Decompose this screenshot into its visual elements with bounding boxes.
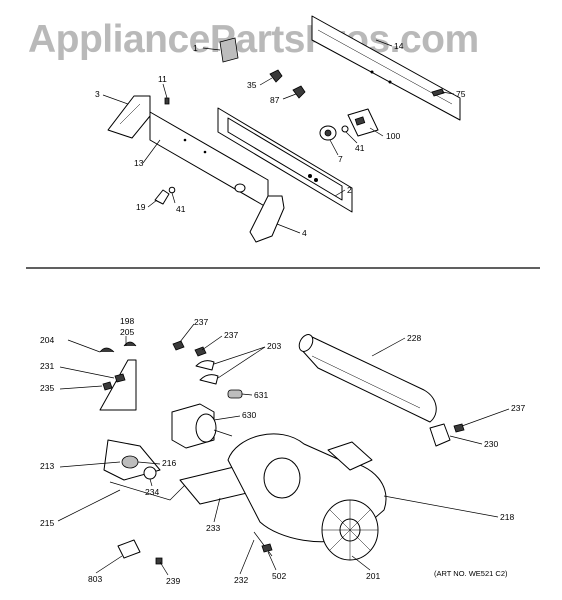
part-75-screw bbox=[431, 88, 445, 97]
label-19: 19 bbox=[136, 202, 146, 212]
part-216-pulley bbox=[121, 455, 139, 469]
label-237-b: 237 bbox=[224, 330, 238, 340]
label-233: 233 bbox=[206, 523, 220, 533]
part-803-clip bbox=[117, 539, 141, 559]
part-4-bracket bbox=[249, 195, 285, 243]
label-75: 75 bbox=[456, 89, 466, 99]
label-13: 13 bbox=[134, 158, 144, 168]
part-228-duct bbox=[299, 335, 437, 423]
label-803: 803 bbox=[88, 574, 102, 584]
label-239: 239 bbox=[166, 576, 180, 586]
label-631: 631 bbox=[254, 390, 268, 400]
label-237-a: 237 bbox=[194, 317, 208, 327]
part-14-rear-panel bbox=[311, 15, 461, 121]
part-203-clip-a bbox=[195, 360, 215, 371]
part-231-part bbox=[114, 373, 126, 383]
part-631-capacitor bbox=[227, 389, 243, 399]
label-204: 204 bbox=[40, 335, 54, 345]
part-239-screw bbox=[155, 557, 163, 565]
label-35: 35 bbox=[247, 80, 257, 90]
part-234-idler bbox=[143, 466, 157, 480]
part-204-clamp bbox=[99, 347, 115, 353]
label-14: 14 bbox=[394, 41, 404, 51]
label-41-right: 41 bbox=[355, 143, 365, 153]
label-235: 235 bbox=[40, 383, 54, 393]
label-198: 198 bbox=[120, 316, 134, 326]
label-3: 3 bbox=[95, 89, 100, 99]
part-87-clip bbox=[292, 85, 306, 99]
label-216: 216 bbox=[162, 458, 176, 468]
label-232: 232 bbox=[234, 575, 248, 585]
part-235-screw bbox=[102, 381, 113, 391]
label-502: 502 bbox=[272, 571, 286, 581]
label-228: 228 bbox=[407, 333, 421, 343]
watermark-text: AppliancePartsPros.com bbox=[28, 18, 479, 61]
label-87: 87 bbox=[270, 95, 280, 105]
part-19-clip bbox=[154, 189, 170, 205]
label-630: 630 bbox=[242, 410, 256, 420]
part-11-screw bbox=[164, 97, 170, 105]
label-205: 205 bbox=[120, 327, 134, 337]
label-237-c: 237 bbox=[511, 403, 525, 413]
upper-section: 1 3 11 13 19 41 35 87 4 2 7 41 100 75 14 bbox=[95, 15, 466, 243]
label-1: 1 bbox=[193, 43, 198, 53]
label-4: 4 bbox=[302, 228, 307, 238]
part-230-thermostat bbox=[429, 423, 451, 447]
label-100: 100 bbox=[386, 131, 400, 141]
label-234: 234 bbox=[145, 487, 159, 497]
label-11: 11 bbox=[158, 74, 167, 84]
label-213: 213 bbox=[40, 461, 54, 471]
label-2: 2 bbox=[347, 185, 352, 195]
part-237-screw-c bbox=[453, 423, 465, 433]
label-7: 7 bbox=[338, 154, 343, 164]
part-203-clip-b bbox=[199, 374, 219, 385]
label-231: 231 bbox=[40, 361, 54, 371]
part-41-washer-right bbox=[341, 125, 349, 133]
label-201: 201 bbox=[366, 571, 380, 581]
part-232-screw bbox=[253, 531, 273, 557]
label-218: 218 bbox=[500, 512, 514, 522]
part-35-clip bbox=[269, 69, 283, 83]
part-237-screw-a bbox=[172, 340, 185, 351]
label-203: 203 bbox=[267, 341, 281, 351]
lower-section: 198 205 204 231 235 237 237 203 228 631 … bbox=[40, 316, 525, 586]
part-3-endcap bbox=[107, 95, 151, 139]
part-215-rod bbox=[109, 481, 186, 501]
part-502-screw bbox=[261, 543, 273, 553]
part-41-washer-left bbox=[168, 186, 176, 194]
art-number: (ART NO. WE521 C2) bbox=[434, 569, 508, 578]
label-230: 230 bbox=[484, 439, 498, 449]
part-1-label-card bbox=[219, 37, 239, 63]
label-215: 215 bbox=[40, 518, 54, 528]
label-41-left: 41 bbox=[176, 204, 186, 214]
